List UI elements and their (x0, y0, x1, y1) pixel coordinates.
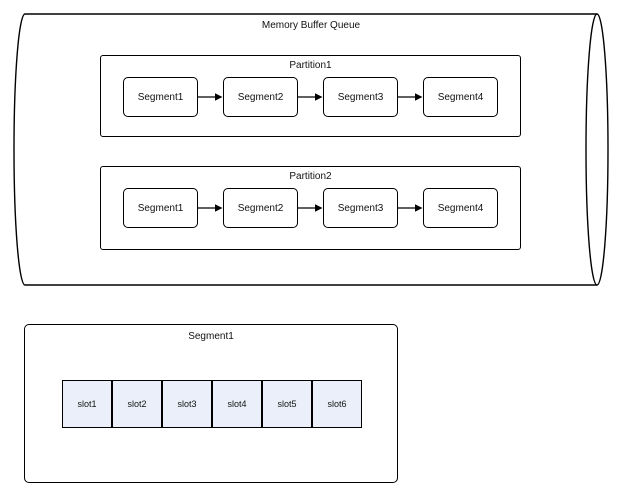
slot-cell: slot5 (262, 380, 312, 428)
slot-cell: slot1 (62, 380, 112, 428)
cylinder-end-cap (585, 13, 609, 286)
partition-label: Partition2 (289, 171, 332, 182)
segment-node: Segment4 (423, 77, 498, 117)
partition-box-1: Partition1 Segment1 Segment2 Segment3 Se… (100, 55, 521, 137)
segment-node: Segment2 (223, 188, 298, 228)
slot-cell: slot4 (212, 380, 262, 428)
slot-row: slot1 slot2 slot3 slot4 slot5 slot6 (62, 380, 362, 428)
slot-cell: slot6 (312, 380, 362, 428)
segment-node: Segment3 (323, 77, 398, 117)
arrow-right-icon (398, 204, 423, 212)
partition-box-2: Partition2 Segment1 Segment2 Segment3 Se… (100, 166, 521, 250)
partition-label: Partition1 (289, 60, 332, 71)
segment-detail-title: Segment1 (188, 331, 234, 342)
arrow-right-icon (198, 93, 223, 101)
segment-row: Segment1 Segment2 Segment3 Segment4 (123, 188, 498, 228)
segment-node: Segment2 (223, 77, 298, 117)
slot-cell: slot2 (112, 380, 162, 428)
segment-node: Segment1 (123, 77, 198, 117)
segment-detail-box: Segment1 slot1 slot2 slot3 slot4 slot5 s… (24, 324, 398, 483)
arrow-right-icon (298, 93, 323, 101)
arrow-right-icon (298, 204, 323, 212)
arrow-right-icon (398, 93, 423, 101)
slot-cell: slot3 (162, 380, 212, 428)
segment-node: Segment4 (423, 188, 498, 228)
queue-title: Memory Buffer Queue (261, 20, 361, 31)
segment-node: Segment1 (123, 188, 198, 228)
segment-row: Segment1 Segment2 Segment3 Segment4 (123, 77, 498, 117)
segment-node: Segment3 (323, 188, 398, 228)
arrow-right-icon (198, 204, 223, 212)
